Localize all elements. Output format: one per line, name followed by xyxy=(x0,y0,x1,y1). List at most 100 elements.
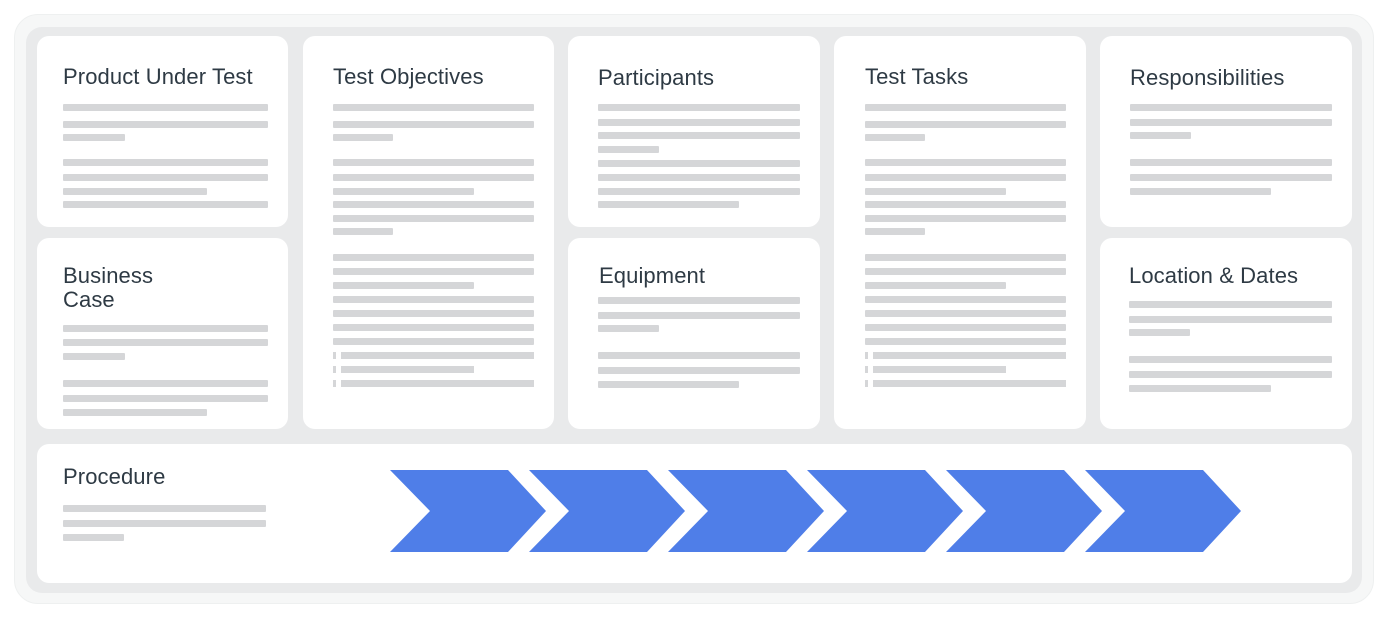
placeholder-line xyxy=(865,201,1066,208)
placeholder-line xyxy=(598,367,800,374)
placeholder-line xyxy=(333,268,534,275)
placeholder-line xyxy=(63,409,207,416)
placeholder-line xyxy=(1130,159,1332,166)
card-title: Responsibilities xyxy=(1130,65,1285,90)
placeholder-line xyxy=(1129,329,1190,336)
placeholder-line xyxy=(333,310,534,317)
placeholder-line xyxy=(598,188,800,195)
placeholder-line xyxy=(865,134,926,141)
placeholder-line xyxy=(63,188,207,195)
placeholder-line xyxy=(865,282,1006,289)
placeholder-line xyxy=(1130,188,1272,195)
placeholder-line xyxy=(865,268,1066,275)
placeholder-line xyxy=(598,160,800,167)
placeholder-line xyxy=(333,324,534,331)
placeholder-line xyxy=(333,201,534,208)
placeholder-line xyxy=(598,132,800,139)
placeholder-line xyxy=(333,188,474,195)
card-location-dates: Location & Dates xyxy=(1100,238,1352,429)
card-test-objectives: Test Objectives xyxy=(303,36,554,429)
placeholder-line xyxy=(1130,174,1332,181)
procedure-step-arrow xyxy=(1085,470,1241,552)
card-title: Equipment xyxy=(599,263,706,288)
procedure-step-arrow xyxy=(807,470,963,552)
placeholder-line xyxy=(1130,119,1332,126)
placeholder-line xyxy=(1130,132,1191,139)
card-title: Test Tasks xyxy=(865,64,969,89)
placeholder-line xyxy=(333,215,534,222)
placeholder-line xyxy=(63,159,268,166)
placeholder-line xyxy=(333,282,474,289)
placeholder-line xyxy=(333,159,534,166)
placeholder-line xyxy=(333,174,534,181)
placeholder-line xyxy=(865,296,1066,303)
placeholder-line xyxy=(598,201,740,208)
card-title: Location & Dates xyxy=(1129,263,1299,288)
placeholder-line xyxy=(865,338,1066,345)
placeholder-line xyxy=(63,134,125,141)
placeholder-line xyxy=(63,339,268,346)
placeholder-line xyxy=(63,395,268,402)
placeholder-line xyxy=(63,201,268,208)
placeholder-line xyxy=(333,104,534,111)
placeholder-line xyxy=(865,228,926,235)
placeholder-line xyxy=(598,119,800,126)
placeholder-line xyxy=(1130,104,1332,111)
placeholder-line xyxy=(865,254,1066,261)
card-responsibilities: Responsibilities xyxy=(1100,36,1352,227)
card-product-under-test: Product Under Test xyxy=(37,36,288,227)
placeholder-line xyxy=(865,324,1066,331)
placeholder-line xyxy=(865,174,1066,181)
placeholder-line xyxy=(598,325,659,332)
placeholder-line xyxy=(333,352,534,359)
card-title: Business Case xyxy=(63,263,154,312)
placeholder-line xyxy=(333,366,474,373)
placeholder-line xyxy=(865,188,1006,195)
placeholder-line xyxy=(333,228,394,235)
placeholder-line xyxy=(598,381,740,388)
procedure-step-arrow xyxy=(946,470,1102,552)
placeholder-line xyxy=(333,296,534,303)
placeholder-line xyxy=(333,134,394,141)
placeholder-line xyxy=(865,352,1066,359)
placeholder-line xyxy=(598,146,659,153)
placeholder-line xyxy=(865,366,1006,373)
placeholder-line xyxy=(598,312,800,319)
placeholder-line xyxy=(865,310,1066,317)
placeholder-line xyxy=(865,104,1066,111)
card-title: Procedure xyxy=(63,464,166,489)
card-participants: Participants xyxy=(568,36,820,227)
procedure-steps xyxy=(390,470,1241,552)
placeholder-line xyxy=(598,104,800,111)
card-title: Product Under Test xyxy=(63,64,253,89)
placeholder-line xyxy=(63,174,268,181)
card-business-case: Business Case xyxy=(37,238,288,429)
card-title: Test Objectives xyxy=(333,64,484,89)
card-test-tasks: Test Tasks xyxy=(834,36,1086,429)
placeholder-line xyxy=(333,121,534,128)
procedure-step-arrow xyxy=(668,470,824,552)
placeholder-line xyxy=(1129,301,1332,308)
placeholder-line xyxy=(598,297,800,304)
placeholder-line xyxy=(333,380,534,387)
placeholder-line xyxy=(598,352,800,359)
placeholder-line xyxy=(598,174,800,181)
card-title: Participants xyxy=(598,65,715,90)
placeholder-line xyxy=(63,325,268,332)
placeholder-line xyxy=(63,520,266,527)
procedure-step-arrow xyxy=(390,470,546,552)
placeholder-line xyxy=(63,121,268,128)
placeholder-line xyxy=(63,104,268,111)
placeholder-line xyxy=(63,534,124,541)
placeholder-line xyxy=(1129,316,1332,323)
placeholder-line xyxy=(1129,385,1272,392)
placeholder-line xyxy=(865,121,1066,128)
placeholder-line xyxy=(1129,356,1332,363)
placeholder-line xyxy=(333,338,534,345)
placeholder-line xyxy=(865,159,1066,166)
card-equipment: Equipment xyxy=(568,238,820,429)
placeholder-line xyxy=(865,380,1066,387)
placeholder-line xyxy=(63,505,266,512)
placeholder-line xyxy=(333,254,534,261)
placeholder-line xyxy=(1129,371,1332,378)
